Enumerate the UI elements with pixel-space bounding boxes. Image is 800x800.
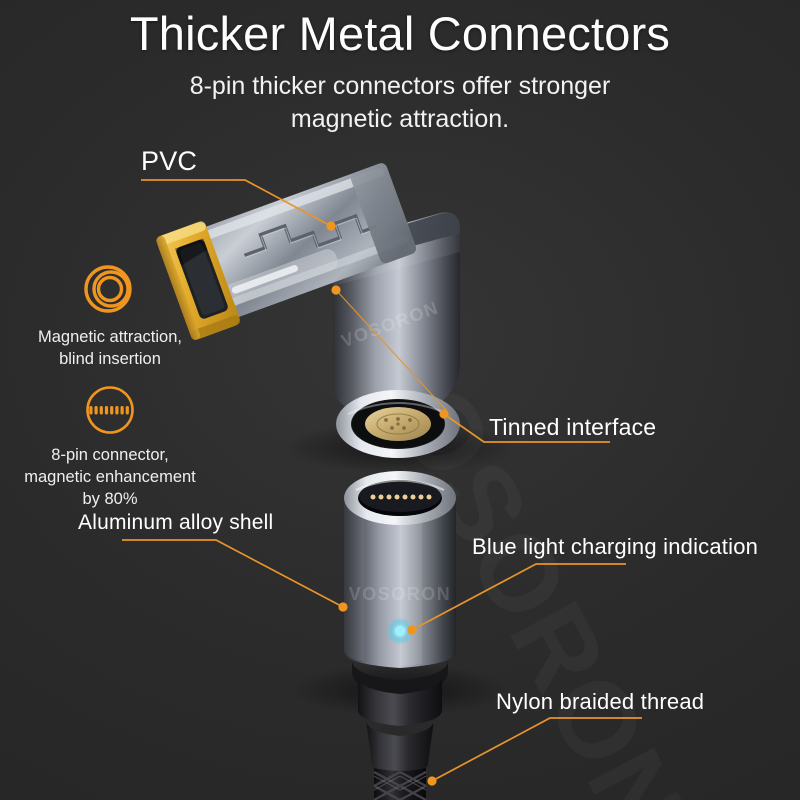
eight-gold-pins <box>370 494 432 500</box>
callout-nylon-braided-thread: Nylon braided thread <box>496 689 705 714</box>
male-connector-assembly: VOSORON <box>156 163 460 458</box>
charging-led <box>394 625 406 637</box>
feature-eight-pin: 8-pin connector, magnetic enhancement by… <box>0 382 220 510</box>
callout-blue-light-charging: Blue light charging indication <box>472 534 759 559</box>
feature-magnetic-caption: Magnetic attraction, blind insertion <box>38 328 182 368</box>
pvc-collar <box>156 221 241 340</box>
body-brand-text-bottom: VOSORON <box>349 584 452 604</box>
subtitle-line-2: magnetic attraction. <box>290 105 510 133</box>
callout-pvc: PVC <box>141 146 198 176</box>
subtitle-line-1: 8-pin thicker connectors offer stronger <box>189 72 611 100</box>
page-title: Thicker Metal Connectors <box>129 7 671 60</box>
feature-magnetic-attraction: Magnetic attraction, blind insertion <box>0 258 220 371</box>
callout-tinned-interface: Tinned interface <box>489 414 657 440</box>
callout-aluminum-alloy-shell: Aluminum alloy shell <box>78 511 274 534</box>
eight-pin-circle-icon <box>86 386 134 434</box>
feature-eight-pin-caption: 8-pin connector, magnetic enhancement by… <box>24 446 196 508</box>
page-subtitle: 8-pin thicker connectors offer stronger … <box>0 70 800 136</box>
magnetic-head-tinned <box>336 390 460 458</box>
magnetic-rings-icon <box>84 265 132 313</box>
nylon-braided-cable <box>373 768 427 800</box>
female-connector-assembly: VOSORON <box>344 471 456 800</box>
